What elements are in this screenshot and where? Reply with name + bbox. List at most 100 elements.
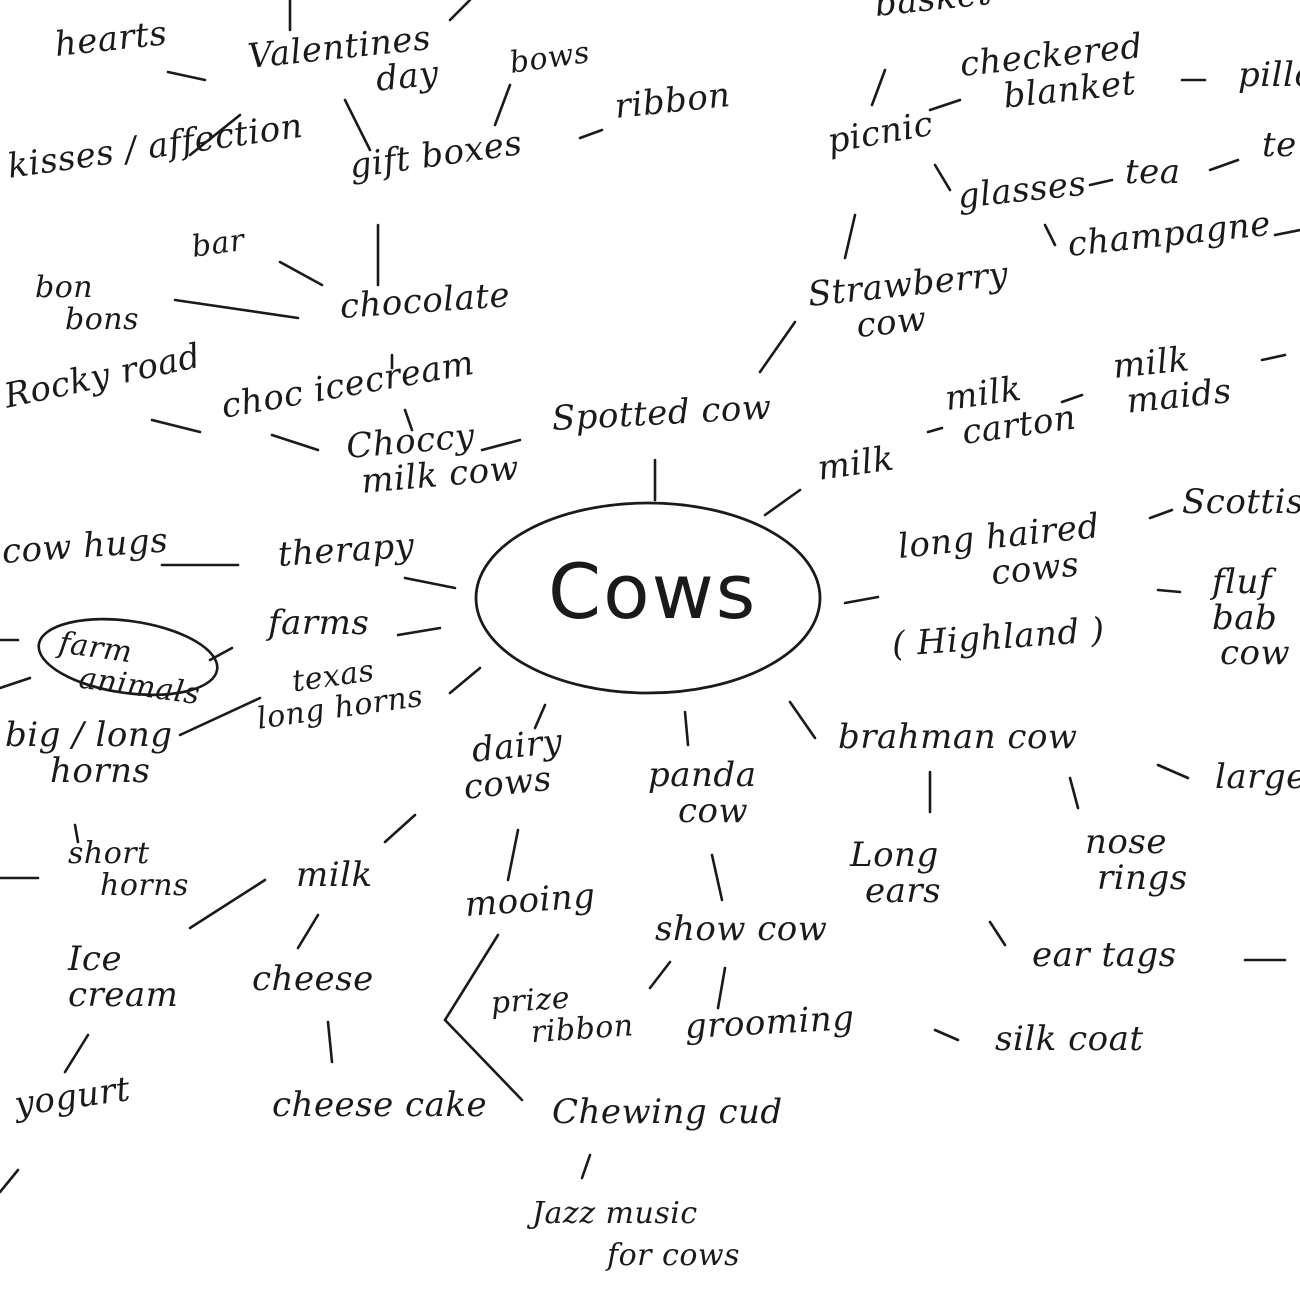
link [758,320,797,374]
link [448,666,482,695]
farm-animals-circle [37,617,219,697]
node-tea: tea [1125,152,1181,192]
node-short-horns-line2: horns [100,867,189,903]
node-therapy: therapy [276,525,416,575]
node-dairy-cows: dairy cows [458,721,568,807]
link [1208,158,1240,172]
link [1068,776,1080,810]
node-fluffy-baby-cows-line3: cow [1220,633,1291,674]
node-large: large [1215,757,1300,797]
node-long-ears-line1: Long [850,835,939,875]
center-ellipse [474,501,822,695]
link [278,260,324,287]
node-fluffy-baby-cows-line2: bab [1212,597,1278,638]
node-big-long-horns-line2: horns [50,750,151,791]
node-chewing-cud: Chewing cud [552,1092,783,1132]
node-milk-maids: milk maids [1111,338,1233,421]
node-pillow: pillo [1238,55,1300,95]
center-node-cows: Cows [548,547,758,636]
link [73,823,80,844]
link [1156,588,1182,594]
node-jazz-music-line2: for cows [607,1237,740,1273]
node-nose-rings-line2: rings [1097,857,1188,898]
link [1260,353,1287,362]
link [493,83,512,127]
link [1088,178,1114,187]
node-big-long-horns: big / long horns [5,715,173,791]
link [580,1153,592,1180]
link [928,98,962,112]
node-long-ears-line2: ears [865,870,942,911]
node-bon-bons: bon bons [35,272,139,335]
node-show-cow: show cow [655,909,828,949]
node-grooming: grooming [683,998,856,1047]
link [578,128,604,140]
link [326,1020,334,1064]
link [448,0,472,22]
node-panda-cow: panda cow [648,755,757,831]
node-jazz-music-line1: Jazz music [532,1196,698,1231]
link [506,828,520,882]
link [870,68,887,107]
link [710,853,724,902]
link [403,576,457,590]
link [396,626,442,637]
node-ice-cream-line2: cream [68,974,179,1015]
node-panda-cow-line1: panda [648,755,757,795]
link [763,488,802,517]
link [843,213,857,260]
link [648,960,672,990]
link [343,98,372,152]
link [1060,393,1084,404]
node-ear-tags: ear tags [1032,935,1177,975]
node-cheese-cake: cheese cake [272,1085,488,1125]
node-cheese: cheese [252,959,374,999]
node-bon-bons-line1: bon [35,270,94,305]
node-nose-rings: nose rings [1085,822,1188,898]
link [1273,228,1300,237]
link [383,813,417,844]
link [1043,223,1057,247]
link [933,163,952,192]
node-silk-coat: silk coat [995,1019,1144,1059]
node-mooing: mooing [463,875,597,925]
node-nose-rings-line1: nose [1085,822,1167,862]
link [173,298,300,320]
link [188,878,267,930]
link [0,1168,20,1194]
node-big-long-horns-line1: big / long [5,715,173,755]
node-fluffy-baby-cows: fluf bab cow [1212,562,1291,674]
node-choccy-milk-cow: Choccy milk cow [345,415,521,502]
link [443,1018,524,1102]
node-bon-bons-line2: bons [65,301,139,337]
node-panda-cow-line2: cow [678,790,749,831]
link [178,696,262,737]
node-long-ears: Long ears [850,835,942,911]
link [683,710,690,747]
node-ice-cream: Ice cream [68,941,179,1015]
node-milk: milk [296,855,373,895]
link [296,913,320,950]
node-jazz-music: Jazz music for cows [532,1198,740,1271]
link [150,418,202,434]
node-farms: farms [268,603,370,643]
link [533,703,547,730]
link [166,70,207,82]
node-tea-continued: te [1262,125,1297,165]
link [480,438,522,452]
node-scottish: Scottis [1182,482,1300,522]
link [988,920,1007,947]
link [843,595,880,605]
node-short-horns-line1: short [68,836,150,871]
node-bar: bar [189,222,247,265]
link [443,933,500,1022]
node-fluffy-baby-cows-line1: fluf [1212,562,1272,602]
node-short-horns: short horns [68,838,189,901]
link [933,1028,960,1042]
link [716,966,727,1010]
link [926,426,944,434]
link [270,433,320,452]
link [63,1033,90,1074]
